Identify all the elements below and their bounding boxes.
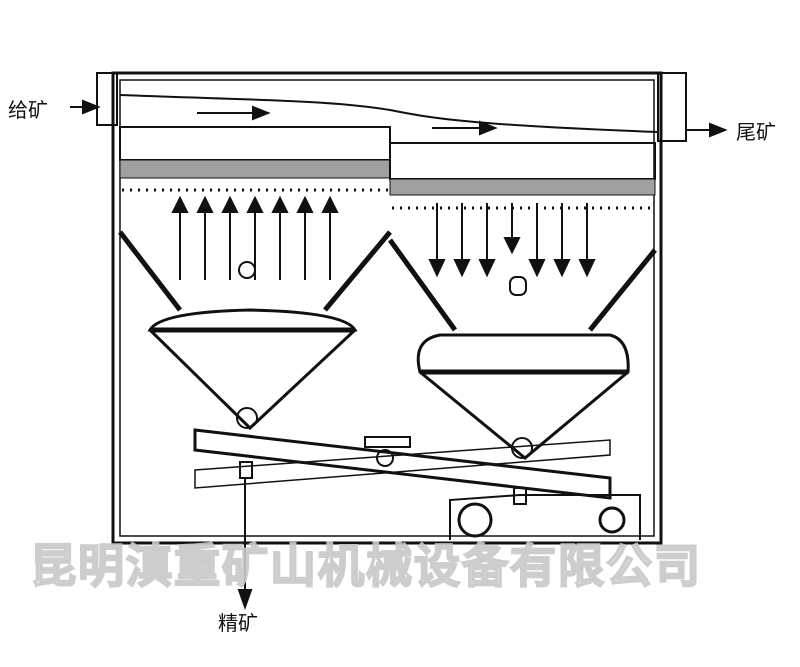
right-hopper-walls <box>387 238 657 332</box>
right-bearing <box>511 437 533 459</box>
left-screen <box>119 159 391 179</box>
left-screen-frame <box>119 126 391 161</box>
lever-bar-2 <box>194 439 611 489</box>
concentrate-label: 精矿 <box>218 611 258 635</box>
right-chamber-port <box>509 276 527 296</box>
left-bearing <box>236 407 258 429</box>
drive-base <box>449 494 641 540</box>
downflow-arrows <box>428 203 596 278</box>
right-diaphragm <box>416 333 630 460</box>
left-hopper-walls <box>118 230 392 312</box>
tailings-label: 尾矿 <box>736 120 776 144</box>
lever-bar-1 <box>193 428 612 500</box>
center-bearing <box>376 449 394 467</box>
flow-arrows <box>70 99 728 611</box>
right-screen <box>389 178 656 196</box>
concentrate-arrow-head <box>237 589 253 611</box>
watermark: 昆明滇重矿山机械设备有限公司 <box>29 538 702 594</box>
tank-outer <box>111 71 663 545</box>
feed-inlet <box>96 72 118 126</box>
tank-inner <box>119 79 655 537</box>
drive-wheel <box>457 502 493 538</box>
upflow-arrows <box>171 195 339 280</box>
feed-label: 给矿 <box>8 98 48 122</box>
flow-line <box>119 94 659 133</box>
left-lever-block <box>239 461 253 479</box>
right-screen-frame <box>389 142 656 180</box>
left-chamber-port <box>238 261 256 279</box>
pivot-block <box>364 436 411 448</box>
tailings-outlet <box>657 72 687 142</box>
